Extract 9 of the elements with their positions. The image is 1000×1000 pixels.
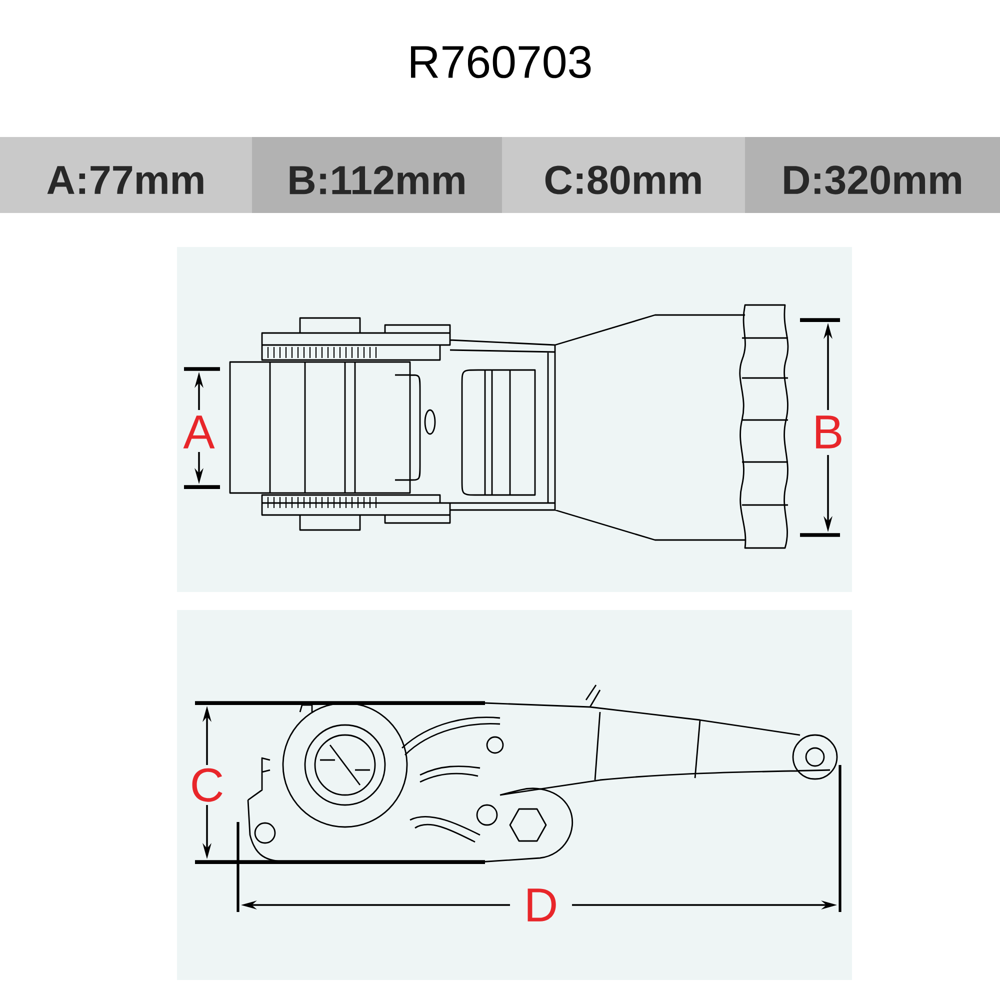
title: R760703 <box>411 46 591 78</box>
dimension-letter: D <box>528 888 556 922</box>
table-cell: D:320mm <box>745 137 1000 213</box>
dimension-letter: C <box>192 768 222 802</box>
table-cell: A:77mm <box>0 137 252 213</box>
table-cell: C:80mm <box>502 137 745 213</box>
dimension-letter: A <box>183 416 215 448</box>
dimension-letter: B <box>816 416 842 448</box>
table-cell: B:112mm <box>252 137 502 213</box>
